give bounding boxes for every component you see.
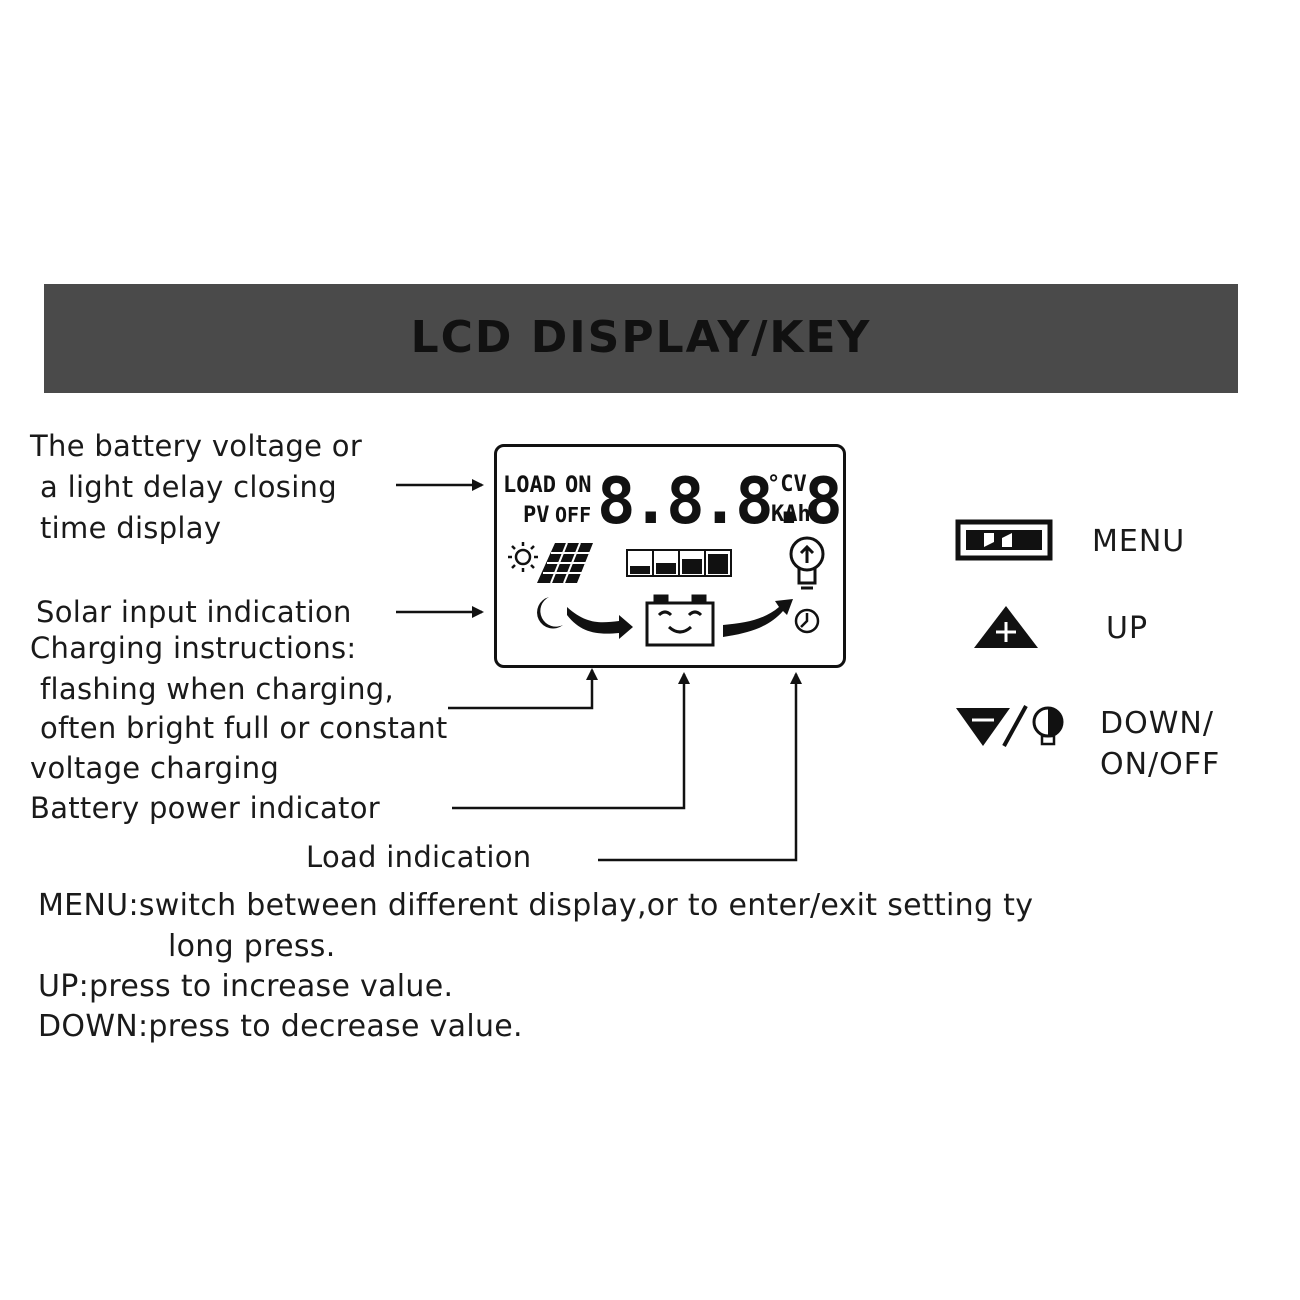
lcd-panel: LOAD ON PV OFF 8.8.8.8 °CV KAh xyxy=(494,444,846,668)
charging-arrow xyxy=(448,668,598,710)
menu-note-line-1: MENU:switch between different display,or… xyxy=(38,888,1034,923)
down-key-label-line-1: DOWN/ xyxy=(1100,706,1214,741)
load-arrow xyxy=(598,672,802,862)
load-indication-label: Load indication xyxy=(306,840,532,874)
lcd-unit-top: °CV xyxy=(767,472,807,497)
battery-icon xyxy=(645,594,715,647)
charging-label-line-3: often bright full or constant xyxy=(40,711,448,745)
battery-voltage-label-line-2: a light delay closing xyxy=(40,470,337,504)
down-key-label-line-2: ON/OFF xyxy=(1100,747,1221,782)
bulb-icon xyxy=(789,536,825,590)
menu-note-line-2: long press. xyxy=(168,929,336,964)
charging-arrow-left xyxy=(567,607,633,639)
sun-icon xyxy=(508,542,538,572)
moon-icon xyxy=(537,597,563,629)
charging-label-line-1: Charging instructions: xyxy=(30,631,357,665)
load-arrow-right xyxy=(723,599,793,637)
solar-panel-icon xyxy=(537,542,593,584)
battery-voltage-label-line-1: The battery voltage or xyxy=(30,429,363,463)
up-key-label: UP xyxy=(1106,611,1149,646)
lcd-load-label: LOAD xyxy=(503,473,556,498)
lcd-unit-bottom: KAh xyxy=(771,502,811,527)
battery-level-indicator xyxy=(626,549,732,577)
menu-key-label: MENU xyxy=(1092,524,1186,559)
solar-input-label: Solar input indication xyxy=(36,595,352,629)
lcd-on-label: ON xyxy=(565,473,592,498)
clock-icon xyxy=(794,608,820,634)
down-onoff-key-icon xyxy=(956,705,1064,747)
page-title: LCD DISPLAY/KEY xyxy=(410,312,872,363)
down-note: DOWN:press to decrease value. xyxy=(38,1009,523,1044)
charging-label-line-4: voltage charging xyxy=(30,751,280,785)
up-key-icon xyxy=(974,606,1038,648)
menu-key-icon xyxy=(955,519,1053,561)
lcd-digits: 8.8.8.8 xyxy=(597,465,839,539)
header-banner: LCD DISPLAY/KEY xyxy=(44,284,1238,393)
lcd-pv-label: PV xyxy=(523,503,550,528)
battery-voltage-label-line-3: time display xyxy=(40,511,222,545)
charging-label-line-2: flashing when charging, xyxy=(40,672,395,706)
lcd-screen: LOAD ON PV OFF 8.8.8.8 °CV KAh xyxy=(503,465,843,647)
battery-power-arrow xyxy=(452,672,690,810)
battery-power-label: Battery power indicator xyxy=(30,791,380,825)
up-note: UP:press to increase value. xyxy=(38,969,454,1004)
lcd-off-label: OFF xyxy=(555,503,591,527)
